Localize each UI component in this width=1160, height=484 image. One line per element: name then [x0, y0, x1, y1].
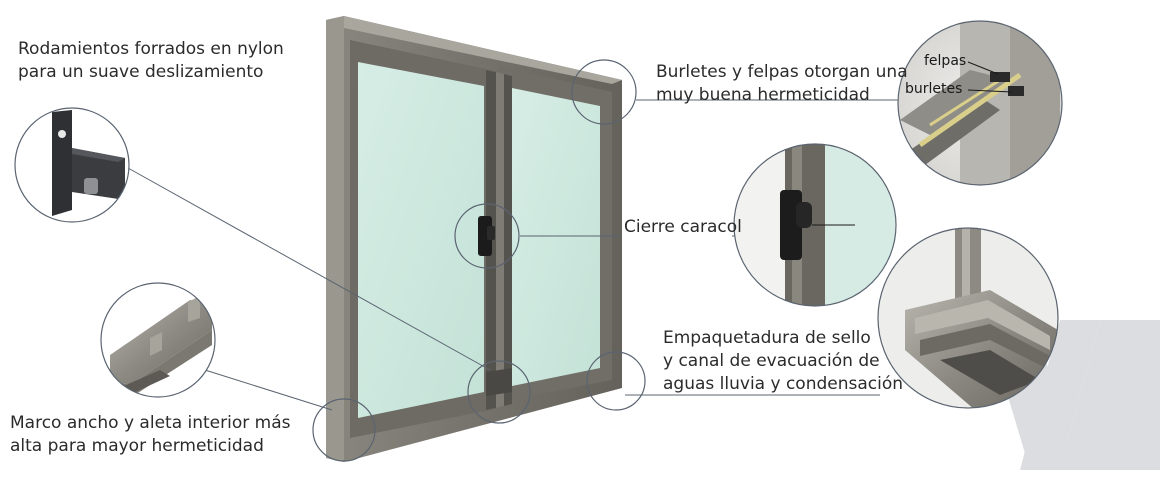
sliding-window [326, 16, 622, 462]
label-burletes-line2: muy buena hermeticidad [656, 85, 870, 105]
left-glass [358, 62, 484, 418]
label-marco-line2: alta para mayor hermeticidad [10, 436, 264, 456]
window-handle [478, 216, 492, 256]
inset-rodamientos [14, 107, 130, 223]
marker-burletes [571, 59, 637, 125]
callout-markers [312, 59, 646, 462]
marker-rodamientos [467, 360, 531, 424]
label-rodamientos: Rodamientos forrados en nylon para un su… [18, 38, 284, 84]
inset-burletes: felpas burletes [897, 20, 1063, 186]
right-glass [512, 88, 600, 386]
label-cierre-line1: Cierre caracol [624, 217, 742, 237]
label-empaquetadura-line1: Empaquetadura de sello [663, 328, 871, 348]
label-empaquetadura-line2: y canal de evacuación de [663, 351, 880, 371]
marker-marco [312, 398, 376, 462]
label-burletes-line1: Burletes y felpas otorgan una [656, 62, 908, 82]
inset-cierre [733, 143, 897, 307]
label-rodamientos-line2: para un suave deslizamiento [18, 62, 264, 82]
inset-marco [100, 282, 216, 398]
marker-cierre [454, 203, 520, 269]
label-marco-line1: Marco ancho y aleta interior más [10, 413, 291, 433]
label-cierre: Cierre caracol [624, 216, 742, 239]
tag-burletes: burletes [905, 81, 962, 97]
inset-empaquetadura [877, 227, 1059, 409]
tag-felpas: felpas [924, 53, 966, 69]
marker-empaquetadura [586, 351, 646, 411]
callout-lines [127, 99, 905, 411]
label-rodamientos-line1: Rodamientos forrados en nylon [18, 39, 284, 59]
label-marco: Marco ancho y aleta interior más alta pa… [10, 412, 290, 458]
label-empaquetadura-line3: aguas lluvia y condensación [663, 374, 904, 394]
label-burletes: Burletes y felpas otorgan una muy buena … [656, 61, 908, 107]
label-empaquetadura: Empaquetadura de sello y canal de evacua… [663, 327, 903, 396]
